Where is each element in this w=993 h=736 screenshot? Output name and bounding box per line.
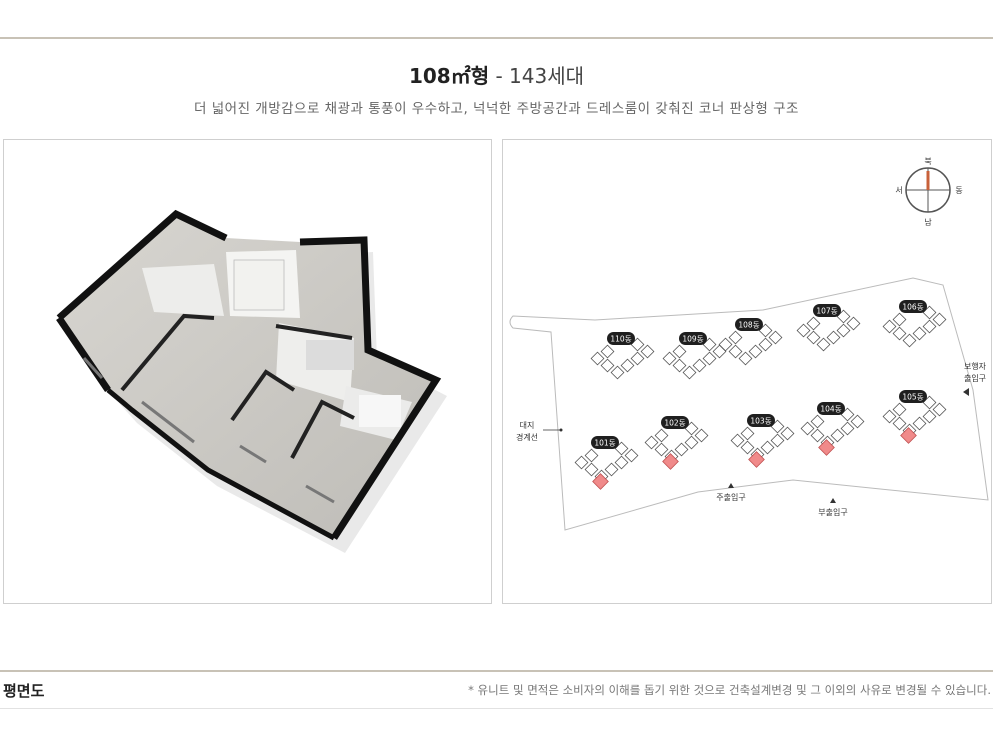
building-label-pill (899, 390, 927, 403)
title-separator: - (489, 64, 510, 88)
building-label: 107동 (816, 307, 837, 316)
building-103동: 103동 (730, 414, 795, 468)
bottom-divider (0, 670, 993, 672)
boundary-label: 대지 경계선 (516, 421, 563, 442)
building-label: 106동 (902, 303, 923, 312)
boundary-label-line1: 대지 (520, 421, 535, 430)
compass-west-label: 서 (895, 186, 902, 195)
building-label: 102동 (664, 419, 685, 428)
main-entrance-label: 주출입구 (716, 483, 746, 502)
pedestrian-entrance-line1: 보행자 (964, 361, 987, 371)
household-count: 143세대 (509, 64, 585, 88)
section-title: 평면도 (3, 682, 45, 700)
pedestrian-entrance-arrow-icon (963, 388, 969, 396)
compass-south-label: 남 (924, 218, 932, 227)
compass-east-label: 동 (955, 186, 962, 195)
building-101동: 101동 (574, 436, 639, 490)
building-label: 110동 (610, 335, 631, 344)
building-109동: 109동 (662, 332, 727, 380)
building-label: 104동 (820, 405, 841, 414)
building-label: 103동 (750, 417, 771, 426)
building-label-pill (591, 436, 619, 449)
building-106동: 106동 (882, 300, 947, 348)
building-label: 105동 (902, 393, 923, 402)
sub-entrance-text: 부출입구 (818, 507, 847, 517)
building-107동: 107동 (796, 304, 861, 352)
building-label-pill (735, 318, 763, 331)
building-label-pill (813, 304, 841, 317)
site-boundary (509, 277, 989, 531)
building-label-pill (679, 332, 707, 345)
building-110동: 110동 (590, 332, 655, 380)
building-label-pill (607, 332, 635, 345)
buildings-layer: 110동 109동 108동 107동 106동 101동 102동 103동 104동 105동 (574, 300, 947, 490)
disclaimer-notice: * 유니트 및 면적은 소비자의 이해를 돕기 위한 것으로 건축설계변경 및 … (468, 683, 991, 697)
site-plan-panel: 북 남 서 동 110동 109동 108동 107동 106동 101동 102동 103동… (502, 139, 992, 604)
unit-size: 108㎡형 (408, 64, 490, 88)
floor-plan-3d-image (56, 209, 447, 553)
building-104동: 104동 (800, 402, 865, 456)
main-entrance-text: 주출입구 (716, 492, 745, 502)
unit-title: 108㎡형 - 143세대 (0, 60, 993, 89)
boundary-label-line2: 경계선 (516, 432, 538, 442)
compass-north-label: 북 (924, 157, 931, 166)
building-label-pill (661, 416, 689, 429)
floor-plan-panel (3, 139, 492, 604)
building-105동: 105동 (882, 390, 947, 444)
building-label-pill (899, 300, 927, 313)
highlighted-unit-101동 (592, 473, 609, 490)
building-label: 109동 (682, 335, 703, 344)
sub-entrance-label: 부출입구 (818, 498, 848, 517)
main-entrance-arrow-icon (728, 483, 734, 488)
footer-line (0, 708, 993, 709)
building-label-pill (747, 414, 775, 427)
building-102동: 102동 (644, 416, 709, 470)
highlighted-unit-104동 (818, 439, 835, 456)
compass-icon: 북 남 서 동 (895, 157, 962, 227)
sub-entrance-arrow-icon (830, 498, 836, 503)
highlighted-unit-105동 (900, 427, 917, 444)
building-label: 108동 (738, 321, 759, 330)
top-divider (0, 37, 993, 39)
building-label-pill (817, 402, 845, 415)
pedestrian-entrance-line2: 출입구 (964, 373, 986, 383)
building-label: 101동 (594, 439, 615, 448)
building-108동: 108동 (718, 318, 783, 366)
highlighted-unit-102동 (662, 453, 679, 470)
site-plan-map: 북 남 서 동 110동 109동 108동 107동 106동 101동 102동 103동… (509, 157, 989, 531)
unit-description: 더 넓어진 개방감으로 채광과 통풍이 우수하고, 넉넉한 주방공간과 드레스룸… (194, 101, 799, 117)
highlighted-unit-103동 (748, 451, 765, 468)
pedestrian-entrance-label: 보행자 출입구 (963, 361, 987, 396)
